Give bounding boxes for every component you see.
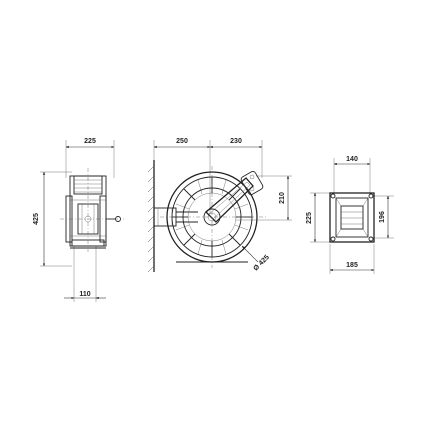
dim-side-width: 225: [84, 138, 96, 145]
mounting-hole-bottom-left: [330, 236, 336, 242]
front-view: 250 230 210: [147, 138, 292, 273]
bracket-view: 140 225 196 185: [306, 156, 394, 274]
side-view: 225 425 110: [33, 138, 124, 302]
mounting-hole-top-left: [330, 193, 336, 199]
hose-guide-arm: [205, 170, 264, 223]
mounting-plate: [329, 192, 375, 243]
dim-side-offset: 110: [79, 291, 90, 298]
mounting-hole-top-right: [368, 193, 374, 199]
dim-front-left: 250: [176, 138, 188, 145]
wall: [147, 160, 155, 273]
dim-bracket-bottom: 185: [346, 262, 358, 269]
dim-bracket-height-left: 225: [306, 212, 313, 224]
reel-drum: [160, 166, 266, 268]
hose-guide-roller: [240, 170, 264, 196]
dim-front-right: 230: [230, 138, 242, 145]
dim-bracket-height-right: 196: [379, 211, 386, 223]
reel-side-body: [60, 168, 124, 252]
dim-bracket-top: 140: [346, 156, 358, 163]
mounting-hole-bottom-right: [368, 236, 374, 242]
dim-front-diameter: Ø 425: [252, 254, 271, 273]
dim-side-height: 425: [33, 213, 40, 225]
dim-front-height: 210: [279, 192, 286, 204]
